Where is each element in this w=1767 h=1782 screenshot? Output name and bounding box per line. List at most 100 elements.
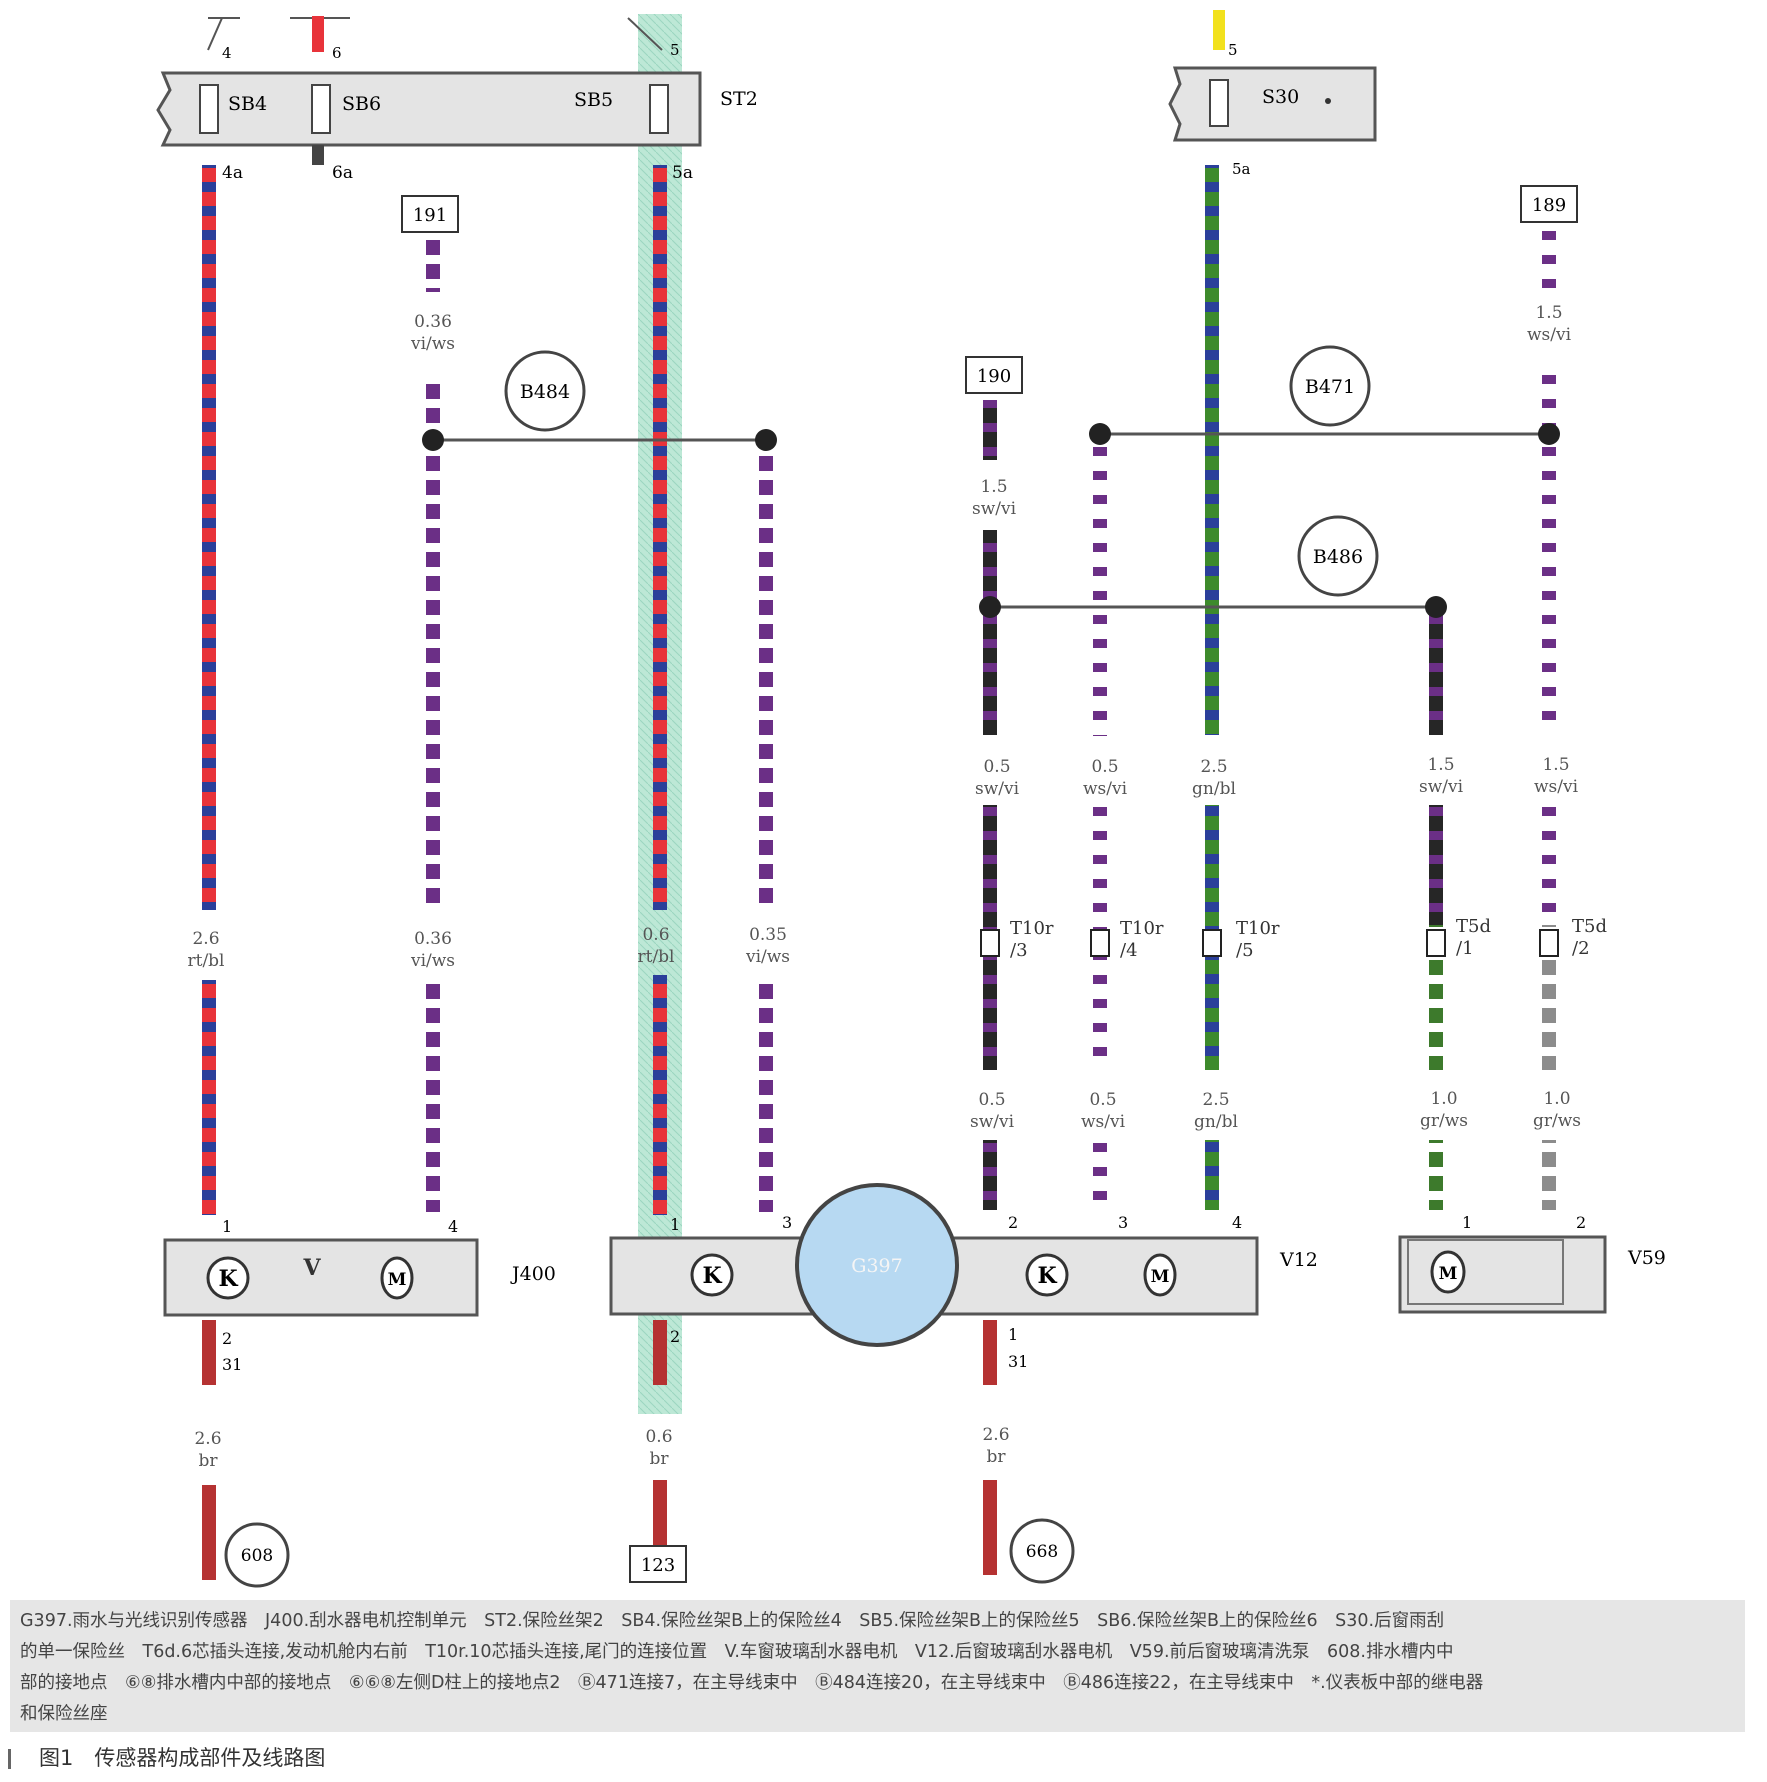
- legend-line: G397.雨水与光线识别传感器 J400.刮水器电机控制单元 ST2.保险丝架2…: [20, 1611, 1445, 1631]
- wire-label-w5-color: sw/vi: [975, 779, 1020, 799]
- wire-label-190-color: sw/vi: [972, 499, 1017, 519]
- svg-text:123: 123: [641, 1555, 675, 1576]
- connector-t10r-3-name: T10r: [1010, 918, 1054, 939]
- connector-t5d-2-pin: /2: [1572, 938, 1590, 959]
- splice-b471: B471: [1289, 345, 1371, 427]
- connector-t5d-1-pin: /1: [1456, 938, 1474, 959]
- wires: [202, 165, 1556, 1580]
- splice-b484: B484: [504, 350, 586, 432]
- pin-sb5-in: 5: [670, 41, 680, 59]
- wire-label-w1-color: rt/bl: [187, 951, 224, 971]
- wire-label-191-color: vi/ws: [410, 334, 455, 354]
- wire-label-w9-low-color: gr/ws: [1533, 1111, 1581, 1131]
- pin-sb4-in: 4: [222, 44, 232, 62]
- svg-text:2: 2: [670, 1327, 680, 1346]
- wire-label-w7-low-color: gn/bl: [1194, 1112, 1238, 1132]
- wire-label-w3-color: rt/bl: [637, 947, 674, 967]
- wire-label-g2-size: 0.6: [645, 1427, 672, 1447]
- wire-label-189-size: 1.5: [1535, 303, 1562, 323]
- svg-text:K: K: [218, 1266, 238, 1292]
- connector-t10r-5-name: T10r: [1236, 918, 1280, 939]
- wire-label-w7-color: gn/bl: [1192, 779, 1236, 799]
- connector-t10r-5-pin: /5: [1236, 940, 1254, 961]
- connector-blocks: [980, 929, 1559, 957]
- wire-label-191-size: 0.36: [414, 312, 452, 332]
- control-unit-icon: [206, 1256, 250, 1300]
- pin-sb6-in: 6: [332, 44, 342, 62]
- fuse-label-sb4: SB4: [228, 93, 267, 115]
- ref-189: 189: [1520, 185, 1578, 223]
- wire-label-w6-low-size: 0.5: [1089, 1090, 1116, 1110]
- wire-label-g1-color: br: [198, 1451, 218, 1471]
- wire-label-w5-size: 0.5: [983, 757, 1010, 777]
- wire-label-w6-color: ws/vi: [1083, 779, 1128, 799]
- svg-text:1: 1: [222, 1217, 232, 1236]
- svg-text:190: 190: [977, 366, 1011, 387]
- pin-s30-in: 5: [1228, 41, 1238, 59]
- fuse-sb4: [199, 84, 219, 134]
- pin-sb6-out: 6a: [332, 163, 353, 183]
- wire-label-w4-color: vi/ws: [745, 947, 790, 967]
- pin-sb5-out: 5a: [672, 163, 693, 183]
- component-label-v12: V12: [1279, 1249, 1318, 1271]
- connector-t10r-4-pin: /4: [1120, 940, 1138, 961]
- component-label-g397: G397: [851, 1255, 902, 1277]
- pin-s30-out: 5a: [1232, 160, 1251, 178]
- wire-label-w8-size: 1.5: [1427, 755, 1454, 775]
- pin-sb4-out: 4a: [222, 163, 243, 183]
- wire-label-w9-low-size: 1.0: [1543, 1089, 1570, 1109]
- ref-191: 191: [401, 195, 459, 233]
- svg-text:2: 2: [1576, 1213, 1586, 1232]
- fuse-box-st2: SB4 SB6 SB5 ST2 4 6 5 4a 6a 5a: [156, 41, 758, 183]
- svg-text:1: 1: [1008, 1325, 1018, 1344]
- control-unit-icon: [690, 1253, 734, 1297]
- splice-b486: B486: [1297, 515, 1379, 597]
- svg-text:V: V: [302, 1255, 321, 1281]
- splice-lines: [433, 432, 1549, 609]
- wire-label-w7-low-size: 2.5: [1202, 1090, 1229, 1110]
- svg-text:3: 3: [782, 1213, 792, 1232]
- ref-123: 123: [629, 1545, 687, 1583]
- connector-labels: T10r /3 T10r /4 T10r /5 T5d /1 T5d /2: [1010, 916, 1607, 961]
- wire-label-w1-size: 2.6: [192, 929, 219, 949]
- wire-labels: 0.36 vi/ws 1.5 sw/vi 1.5 ws/vi 2.6 rt/bl…: [187, 303, 1581, 1471]
- component-label-j400: J400: [510, 1263, 556, 1285]
- component-v59: M V59 1 2: [1398, 1213, 1666, 1314]
- svg-text:31: 31: [222, 1355, 242, 1374]
- svg-text:2: 2: [1008, 1213, 1018, 1232]
- top-feeds: [207, 10, 1225, 52]
- wire-label-w6-size: 0.5: [1091, 757, 1118, 777]
- motor-icon: [380, 1256, 414, 1300]
- legend-line: 的单一保险丝 T6d.6芯插头连接,发动机舱内右前 T10r.10芯插头连接,尾…: [20, 1642, 1454, 1662]
- svg-text:B486: B486: [1313, 546, 1363, 568]
- svg-text:B471: B471: [1305, 376, 1355, 398]
- wire-label-w8-color: sw/vi: [1419, 777, 1464, 797]
- fuse-sb5: [649, 84, 669, 134]
- svg-text:191: 191: [413, 205, 447, 226]
- wire-label-g1-size: 2.6: [194, 1429, 221, 1449]
- wire-label-w2-size: 0.36: [414, 929, 452, 949]
- motor-icon: [1430, 1250, 1466, 1294]
- svg-text:M: M: [388, 1270, 407, 1290]
- connector-t10r-4-name: T10r: [1120, 918, 1164, 939]
- svg-text:2: 2: [222, 1329, 232, 1348]
- svg-text:608: 608: [241, 1546, 273, 1566]
- ref-190: 190: [965, 356, 1023, 394]
- svg-text:1: 1: [1462, 1213, 1472, 1232]
- legend: G397.雨水与光线识别传感器 J400.刮水器电机控制单元 ST2.保险丝架2…: [10, 1600, 1745, 1732]
- wire-label-w8-low-color: gr/ws: [1420, 1111, 1468, 1131]
- splice-nodes: [422, 423, 1560, 618]
- component-v12: K K M V12 1 3 2 2 3 4 1 31: [609, 1213, 1318, 1371]
- svg-text:3: 3: [1118, 1213, 1128, 1232]
- svg-text:189: 189: [1532, 195, 1566, 216]
- fuse-box-label-s30: S30: [1262, 86, 1299, 108]
- svg-text:31: 31: [1008, 1352, 1028, 1371]
- component-j400: K V M J400 1 4 2 31: [163, 1217, 556, 1374]
- wire-label-w7-size: 2.5: [1200, 757, 1227, 777]
- wire-label-g3-color: br: [986, 1447, 1006, 1467]
- svg-text:4: 4: [448, 1217, 458, 1236]
- wire-label-w9-color: ws/vi: [1534, 777, 1579, 797]
- connector-t5d-1-name: T5d: [1456, 916, 1491, 937]
- svg-text:K: K: [1037, 1263, 1057, 1289]
- motor-icon: [1143, 1253, 1177, 1297]
